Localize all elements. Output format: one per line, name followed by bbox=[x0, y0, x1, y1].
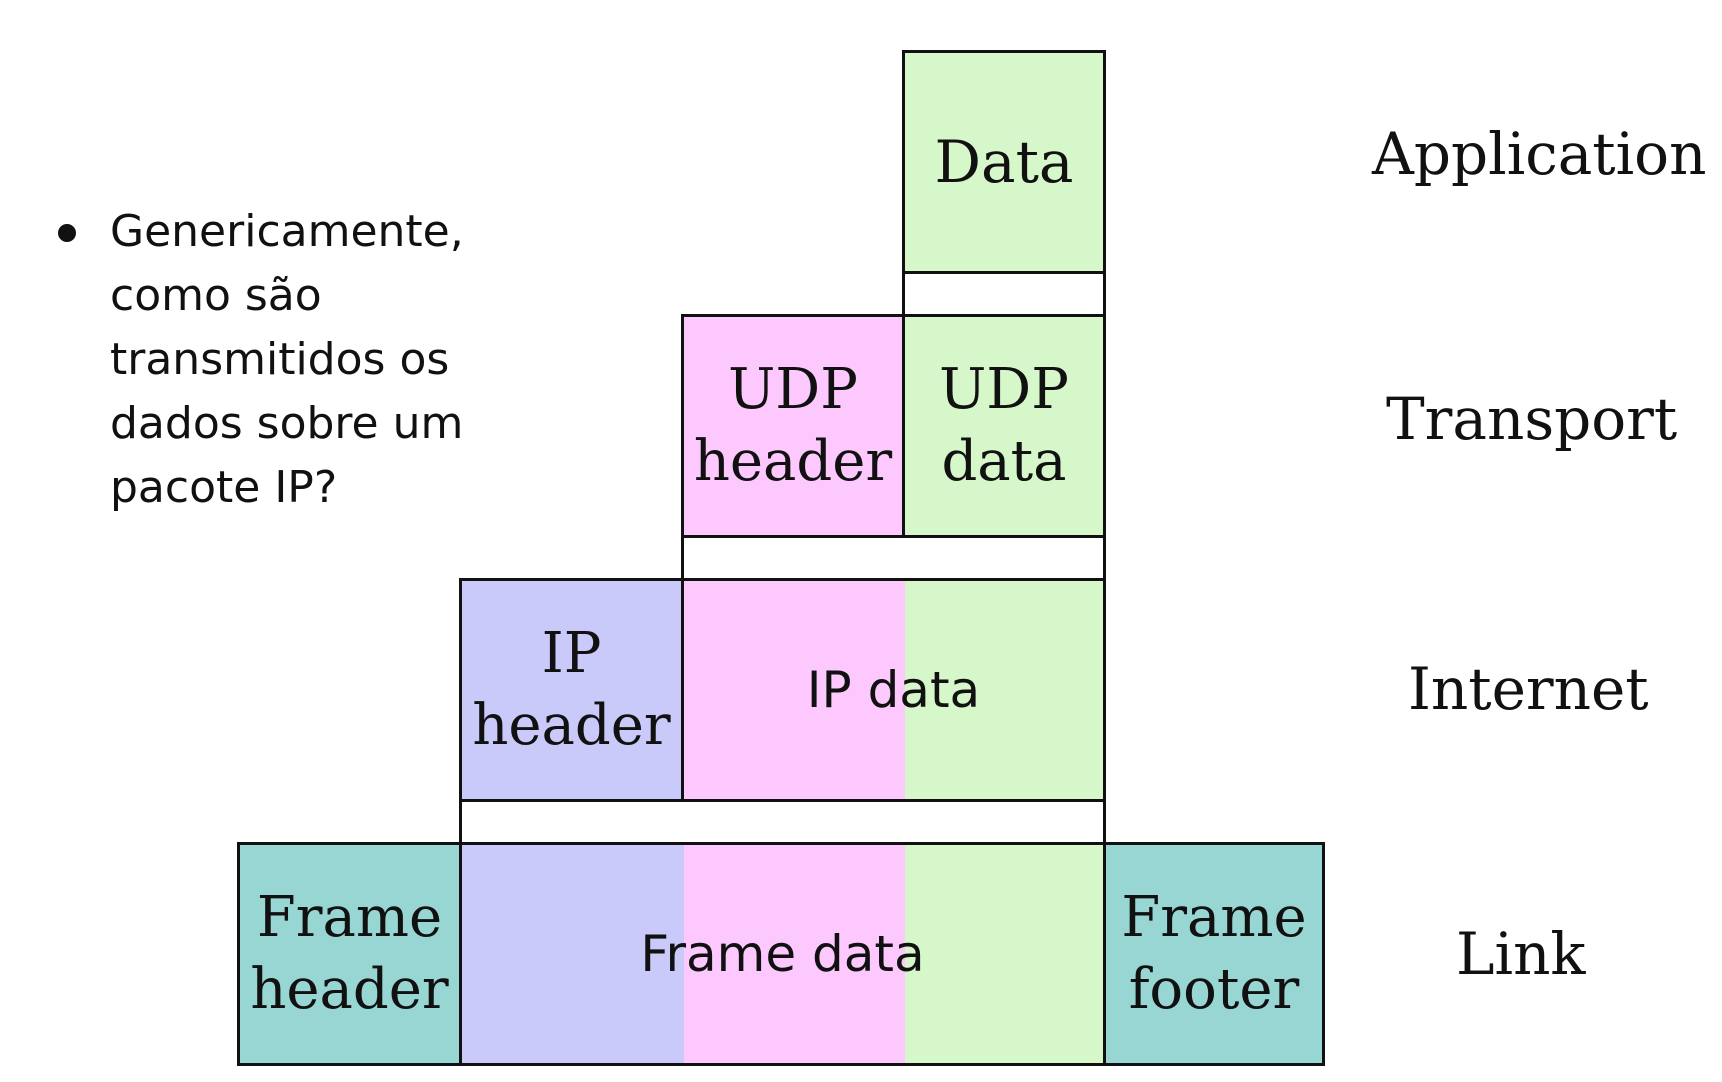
frame-header-line2: header bbox=[250, 957, 449, 1022]
frame-footer-box: Frame footer bbox=[1103, 842, 1325, 1066]
ip-header-box: IP header bbox=[459, 578, 684, 802]
frame-data-label: Frame data bbox=[640, 925, 925, 983]
application-data-box: Data bbox=[902, 50, 1106, 274]
udp-header-box: UDP header bbox=[681, 314, 905, 538]
transport-gap bbox=[681, 535, 1106, 581]
frame-header-box: Frame header bbox=[237, 842, 462, 1066]
ip-data-box: IP data bbox=[681, 578, 1106, 802]
ip-header-line1: IP bbox=[541, 621, 602, 686]
ip-header-line2: header bbox=[472, 693, 671, 758]
udp-header-line2: header bbox=[693, 429, 893, 494]
frame-data-box: Frame data bbox=[459, 842, 1106, 1066]
internet-gap bbox=[459, 799, 1106, 845]
layer-label-transport: Transport bbox=[1386, 385, 1678, 453]
layer-label-internet: Internet bbox=[1408, 655, 1649, 723]
udp-data-line1: UDP bbox=[939, 357, 1069, 422]
udp-header-line1: UDP bbox=[728, 357, 858, 422]
frame-footer-line2: footer bbox=[1128, 957, 1300, 1022]
frame-header-line1: Frame bbox=[256, 885, 443, 950]
bullet-text: Genericamente, como são transmitidos os … bbox=[110, 206, 464, 513]
frame-footer-line1: Frame bbox=[1121, 885, 1307, 950]
application-data-label: Data bbox=[934, 128, 1074, 196]
udp-data-line2: data bbox=[941, 429, 1067, 494]
udp-data-box: UDP data bbox=[902, 314, 1106, 538]
application-gap bbox=[902, 271, 1106, 317]
layer-label-application: Application bbox=[1372, 120, 1707, 188]
bullet-item: Genericamente, como são transmitidos os … bbox=[52, 200, 492, 520]
ip-data-label: IP data bbox=[806, 661, 981, 719]
layer-label-link: Link bbox=[1456, 920, 1586, 988]
bullet-dot-icon bbox=[58, 224, 76, 242]
